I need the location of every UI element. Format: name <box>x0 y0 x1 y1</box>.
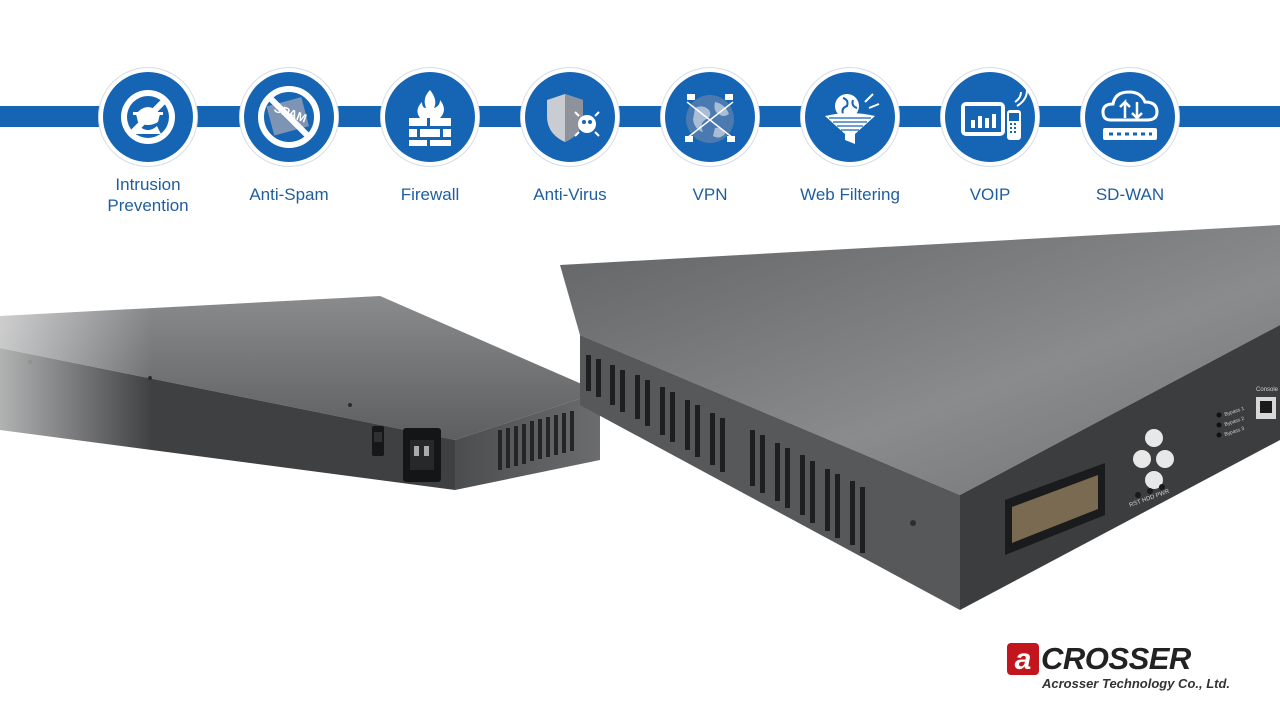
feature-badge <box>99 68 197 166</box>
feature-badge <box>521 68 619 166</box>
feature-badge <box>1081 68 1179 166</box>
feature-voip: VOIP <box>915 68 1065 218</box>
feature-sd-wan: SD-WAN <box>1055 68 1205 218</box>
feature-label: SD-WAN <box>1095 185 1165 204</box>
feature-anti-spam: SPAM Anti-Spam <box>214 68 364 218</box>
feature-badge <box>801 68 899 166</box>
feature-label: Web Filtering <box>800 185 900 204</box>
sd-wan-cloud-icon <box>1101 90 1159 140</box>
feature-badge <box>661 68 759 166</box>
feature-badge <box>381 68 479 166</box>
anti-virus-icon <box>547 94 600 142</box>
feature-label: Firewall <box>400 185 460 204</box>
feature-label: Anti-Virus <box>533 185 607 204</box>
svg-text:a: a <box>1015 643 1032 676</box>
feature-label: VOIP <box>969 185 1011 204</box>
web-filter-funnel-icon <box>825 93 880 144</box>
feature-badge <box>941 68 1039 166</box>
vpn-globe-icon <box>685 94 735 143</box>
acrosser-logo: a CROSSER Acrosser Technology Co., Ltd. <box>1005 640 1245 700</box>
feature-anti-virus: Anti-Virus <box>495 68 645 218</box>
firewall-icon <box>409 90 451 146</box>
feature-intrusion-prevention: Intrusion Prevention <box>73 68 223 218</box>
feature-label: VPN <box>692 185 728 204</box>
feature-firewall: Firewall <box>355 68 505 218</box>
console-port-label: Console <box>1256 387 1279 393</box>
feature-vpn: VPN <box>635 68 785 218</box>
feature-label: Anti-Spam <box>249 185 329 204</box>
appliance-front-image: RST HDD PWR Bypass 1 Bypass 2 Bypass 3 C… <box>560 225 1280 610</box>
feature-badge: SPAM <box>240 68 338 166</box>
feature-label: Intrusion Prevention <box>107 175 189 215</box>
acrosser-logo-mark: a <box>1007 643 1039 676</box>
intrusion-prevention-icon <box>121 90 175 144</box>
anti-spam-icon: SPAM <box>258 86 320 148</box>
feature-web-filtering: Web Filtering <box>775 68 925 218</box>
logo-wordmark: CROSSER <box>1041 641 1191 676</box>
company-name: Acrosser Technology Co., Ltd. <box>1042 676 1231 691</box>
voip-phone-icon <box>961 89 1028 140</box>
appliance-rear-image <box>0 290 610 500</box>
